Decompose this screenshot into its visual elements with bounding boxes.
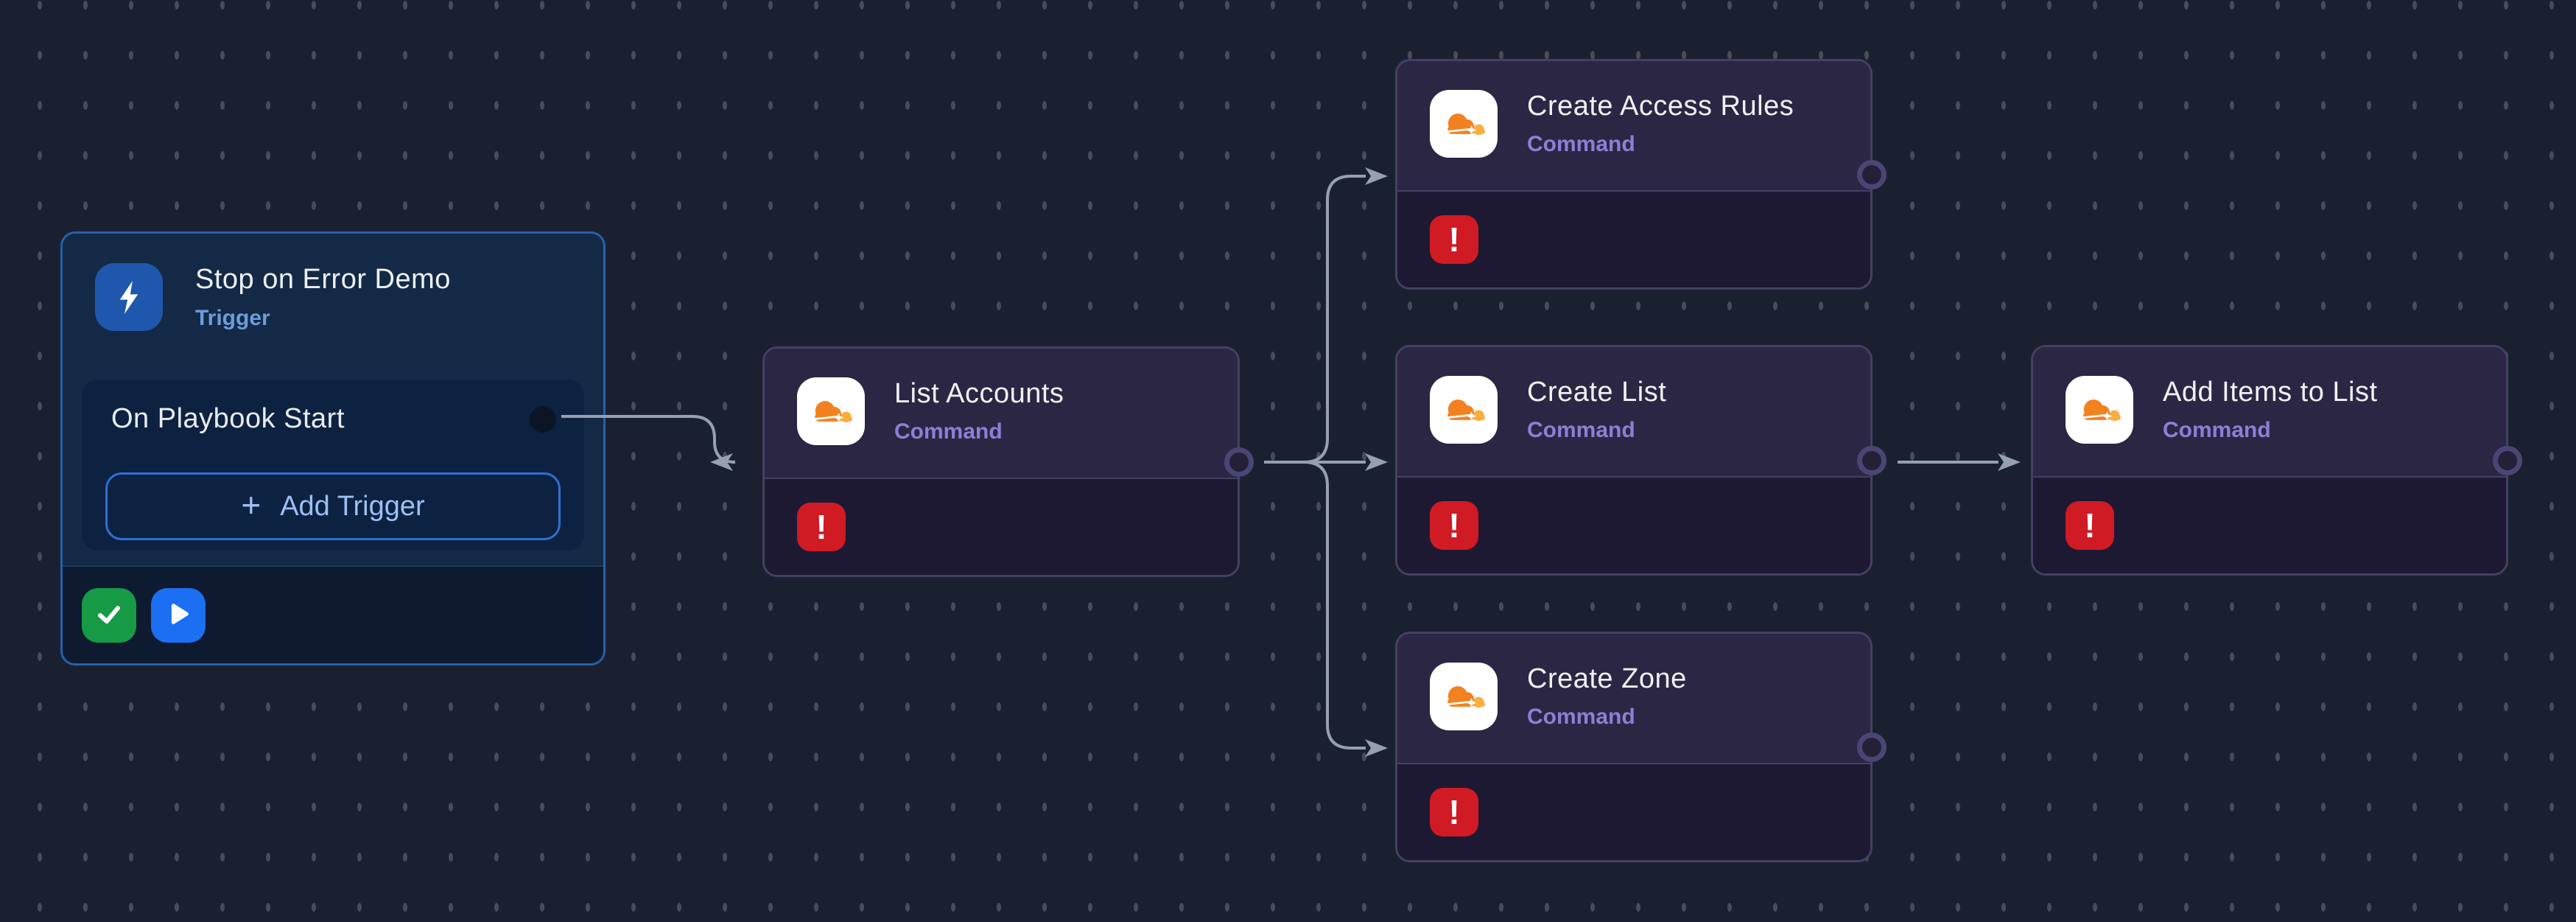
output-port[interactable] — [1857, 733, 1887, 762]
cloudflare-icon — [797, 377, 865, 445]
cloudflare-icon — [2066, 375, 2133, 444]
node-type-label: Command — [894, 419, 1003, 444]
wire-list-accounts-to-create-zone[interactable] — [1264, 461, 1388, 757]
play-icon — [162, 598, 194, 632]
error-badge[interactable]: ! — [2066, 501, 2114, 550]
trigger-node-title: Stop on Error Demo — [195, 263, 451, 295]
trigger-node-type-label: Trigger — [195, 305, 270, 330]
wire-trigger-to-list-accounts[interactable] — [561, 415, 736, 471]
cloudflare-icon — [1430, 662, 1498, 730]
plus-icon: + — [241, 486, 262, 524]
node-title: Add Items to List — [2163, 376, 2378, 408]
trigger-list-panel: On Playbook Start + Add Trigger — [82, 380, 584, 551]
output-port[interactable] — [1857, 446, 1887, 475]
trigger-node[interactable]: Stop on Error Demo Trigger On Playbook S… — [60, 231, 606, 666]
lightning-bolt-icon — [95, 263, 163, 331]
node-type-label: Command — [2163, 417, 2271, 442]
node-title: Create List — [1527, 376, 1667, 408]
output-port[interactable] — [1224, 447, 1254, 477]
node-type-label: Command — [1527, 704, 1635, 729]
error-badge[interactable]: ! — [1430, 501, 1478, 550]
cloudflare-icon — [1430, 89, 1498, 158]
exclamation-icon: ! — [1448, 506, 1460, 545]
error-badge[interactable]: ! — [797, 503, 846, 551]
exclamation-icon: ! — [815, 508, 827, 546]
node-title: Create Access Rules — [1527, 90, 1794, 122]
error-badge[interactable]: ! — [1430, 215, 1478, 264]
exclamation-icon: ! — [1448, 793, 1460, 831]
node-create-access-rules[interactable]: Create Access Rules Command ! — [1395, 59, 1887, 290]
output-port[interactable] — [1857, 160, 1887, 189]
node-title: Create Zone — [1527, 663, 1687, 694]
node-type-label: Command — [1527, 131, 1635, 156]
cloudflare-icon — [1430, 375, 1498, 444]
exclamation-icon: ! — [1448, 220, 1460, 259]
node-type-label: Command — [1527, 417, 1635, 442]
run-playbook-button[interactable] — [151, 587, 206, 643]
wire-list-accounts-to-create-access-rules[interactable] — [1264, 167, 1388, 464]
checkmark-icon — [92, 597, 126, 633]
node-list-accounts[interactable]: List Accounts Command ! — [762, 346, 1254, 577]
trigger-node-footer — [63, 565, 603, 663]
node-create-list[interactable]: Create List Command ! — [1395, 345, 1887, 576]
node-add-items-to-list[interactable]: Add Items to List Command ! — [2031, 345, 2522, 576]
node-create-zone[interactable]: Create Zone Command ! — [1395, 632, 1887, 862]
error-badge[interactable]: ! — [1430, 788, 1478, 837]
trigger-node-header: Stop on Error Demo Trigger — [63, 234, 603, 331]
output-port[interactable] — [2493, 446, 2522, 475]
trigger-output-port[interactable] — [530, 406, 556, 433]
trigger-row-label[interactable]: On Playbook Start — [111, 403, 345, 434]
add-trigger-label: Add Trigger — [280, 490, 425, 522]
exclamation-icon: ! — [2084, 506, 2096, 545]
node-title: List Accounts — [894, 377, 1064, 409]
enabled-check-button[interactable] — [82, 587, 136, 643]
add-trigger-button[interactable]: + Add Trigger — [105, 472, 561, 540]
